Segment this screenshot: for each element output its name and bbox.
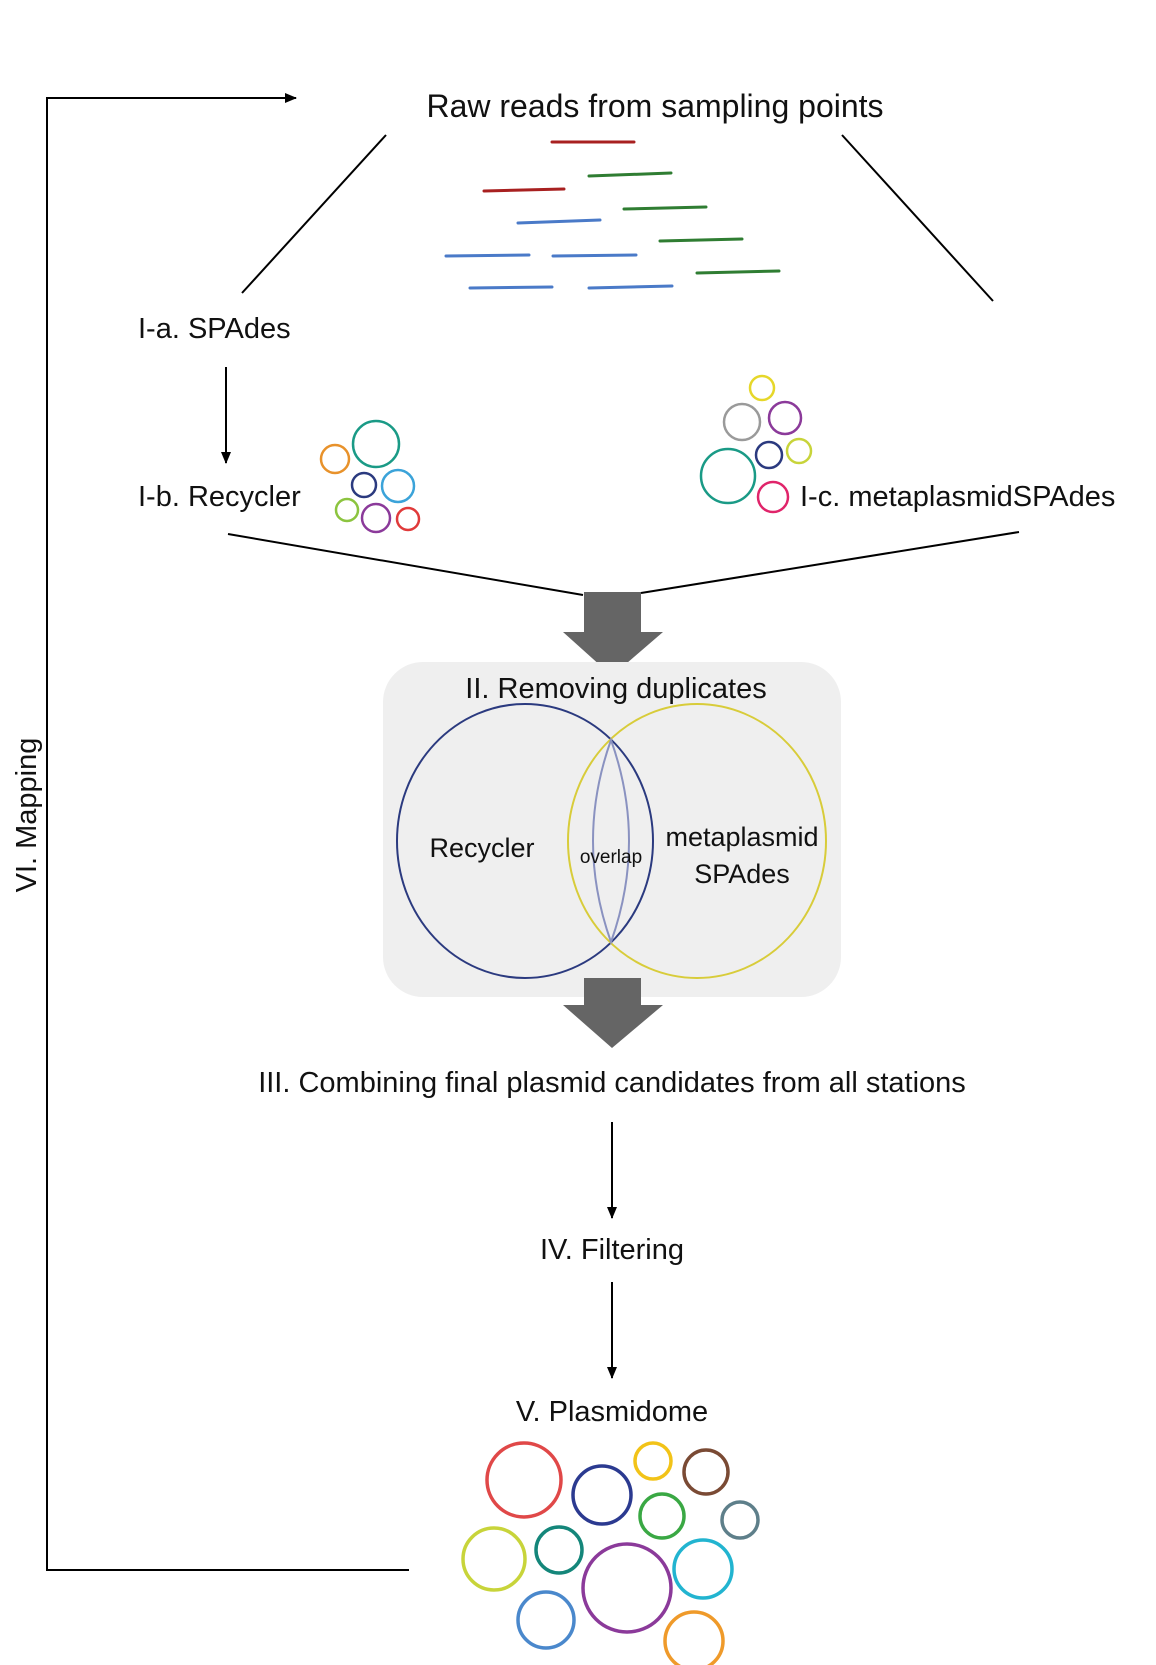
venn-metaplasmidspades-label: metaplasmid (665, 822, 818, 852)
read-blue (444, 253, 531, 258)
mapping-feedback-line (46, 93, 409, 1571)
step-filtering-label: IV. Filtering (540, 1234, 684, 1266)
step-combining-label: III. Combining final plasmid candidates … (258, 1067, 966, 1099)
venn-metaplasmidspades-label-line2: SPAdes (694, 859, 790, 889)
step-recycler-label: I-b. Recycler (138, 481, 301, 513)
read-green (658, 237, 744, 243)
read-green (587, 171, 673, 178)
venn-overlap-label: overlap (580, 847, 642, 868)
flow-arrow-down (563, 978, 663, 1048)
recycler-plasmid-icon (319, 419, 421, 534)
venn-recycler-label: Recycler (429, 833, 534, 863)
dedup-panel (383, 662, 841, 997)
metaplasmidspades-plasmid-icon (699, 374, 813, 514)
plasmidome-plasmid-icons (461, 1441, 760, 1665)
read-blue (587, 284, 674, 290)
read-green (695, 269, 781, 275)
venn-recycler-circle (396, 703, 654, 979)
connector-line (241, 134, 387, 294)
read-red (482, 187, 566, 193)
venn-metaplasmidspades-circle (567, 703, 827, 979)
read-blue (551, 253, 638, 258)
read-blue (516, 218, 602, 225)
venn-overlap-region (592, 737, 630, 945)
step-spades-label: I-a. SPAdes (138, 313, 291, 345)
connector-line (227, 533, 584, 596)
step-removing-duplicates-label: II. Removing duplicates (465, 673, 766, 705)
connector-line (841, 134, 994, 302)
raw-reads-title: Raw reads from sampling points (426, 88, 883, 124)
flow-arrow-down (563, 592, 663, 676)
connector-line (640, 531, 1020, 594)
sequencing-reads (444, 140, 781, 290)
step-metaplasmidspades-label: I-c. metaplasmidSPAdes (800, 481, 1115, 513)
step-mapping-label: VI. Mapping (11, 738, 43, 893)
read-green (622, 205, 708, 211)
step-plasmidome-label: V. Plasmidome (516, 1396, 708, 1428)
read-blue (468, 285, 554, 290)
